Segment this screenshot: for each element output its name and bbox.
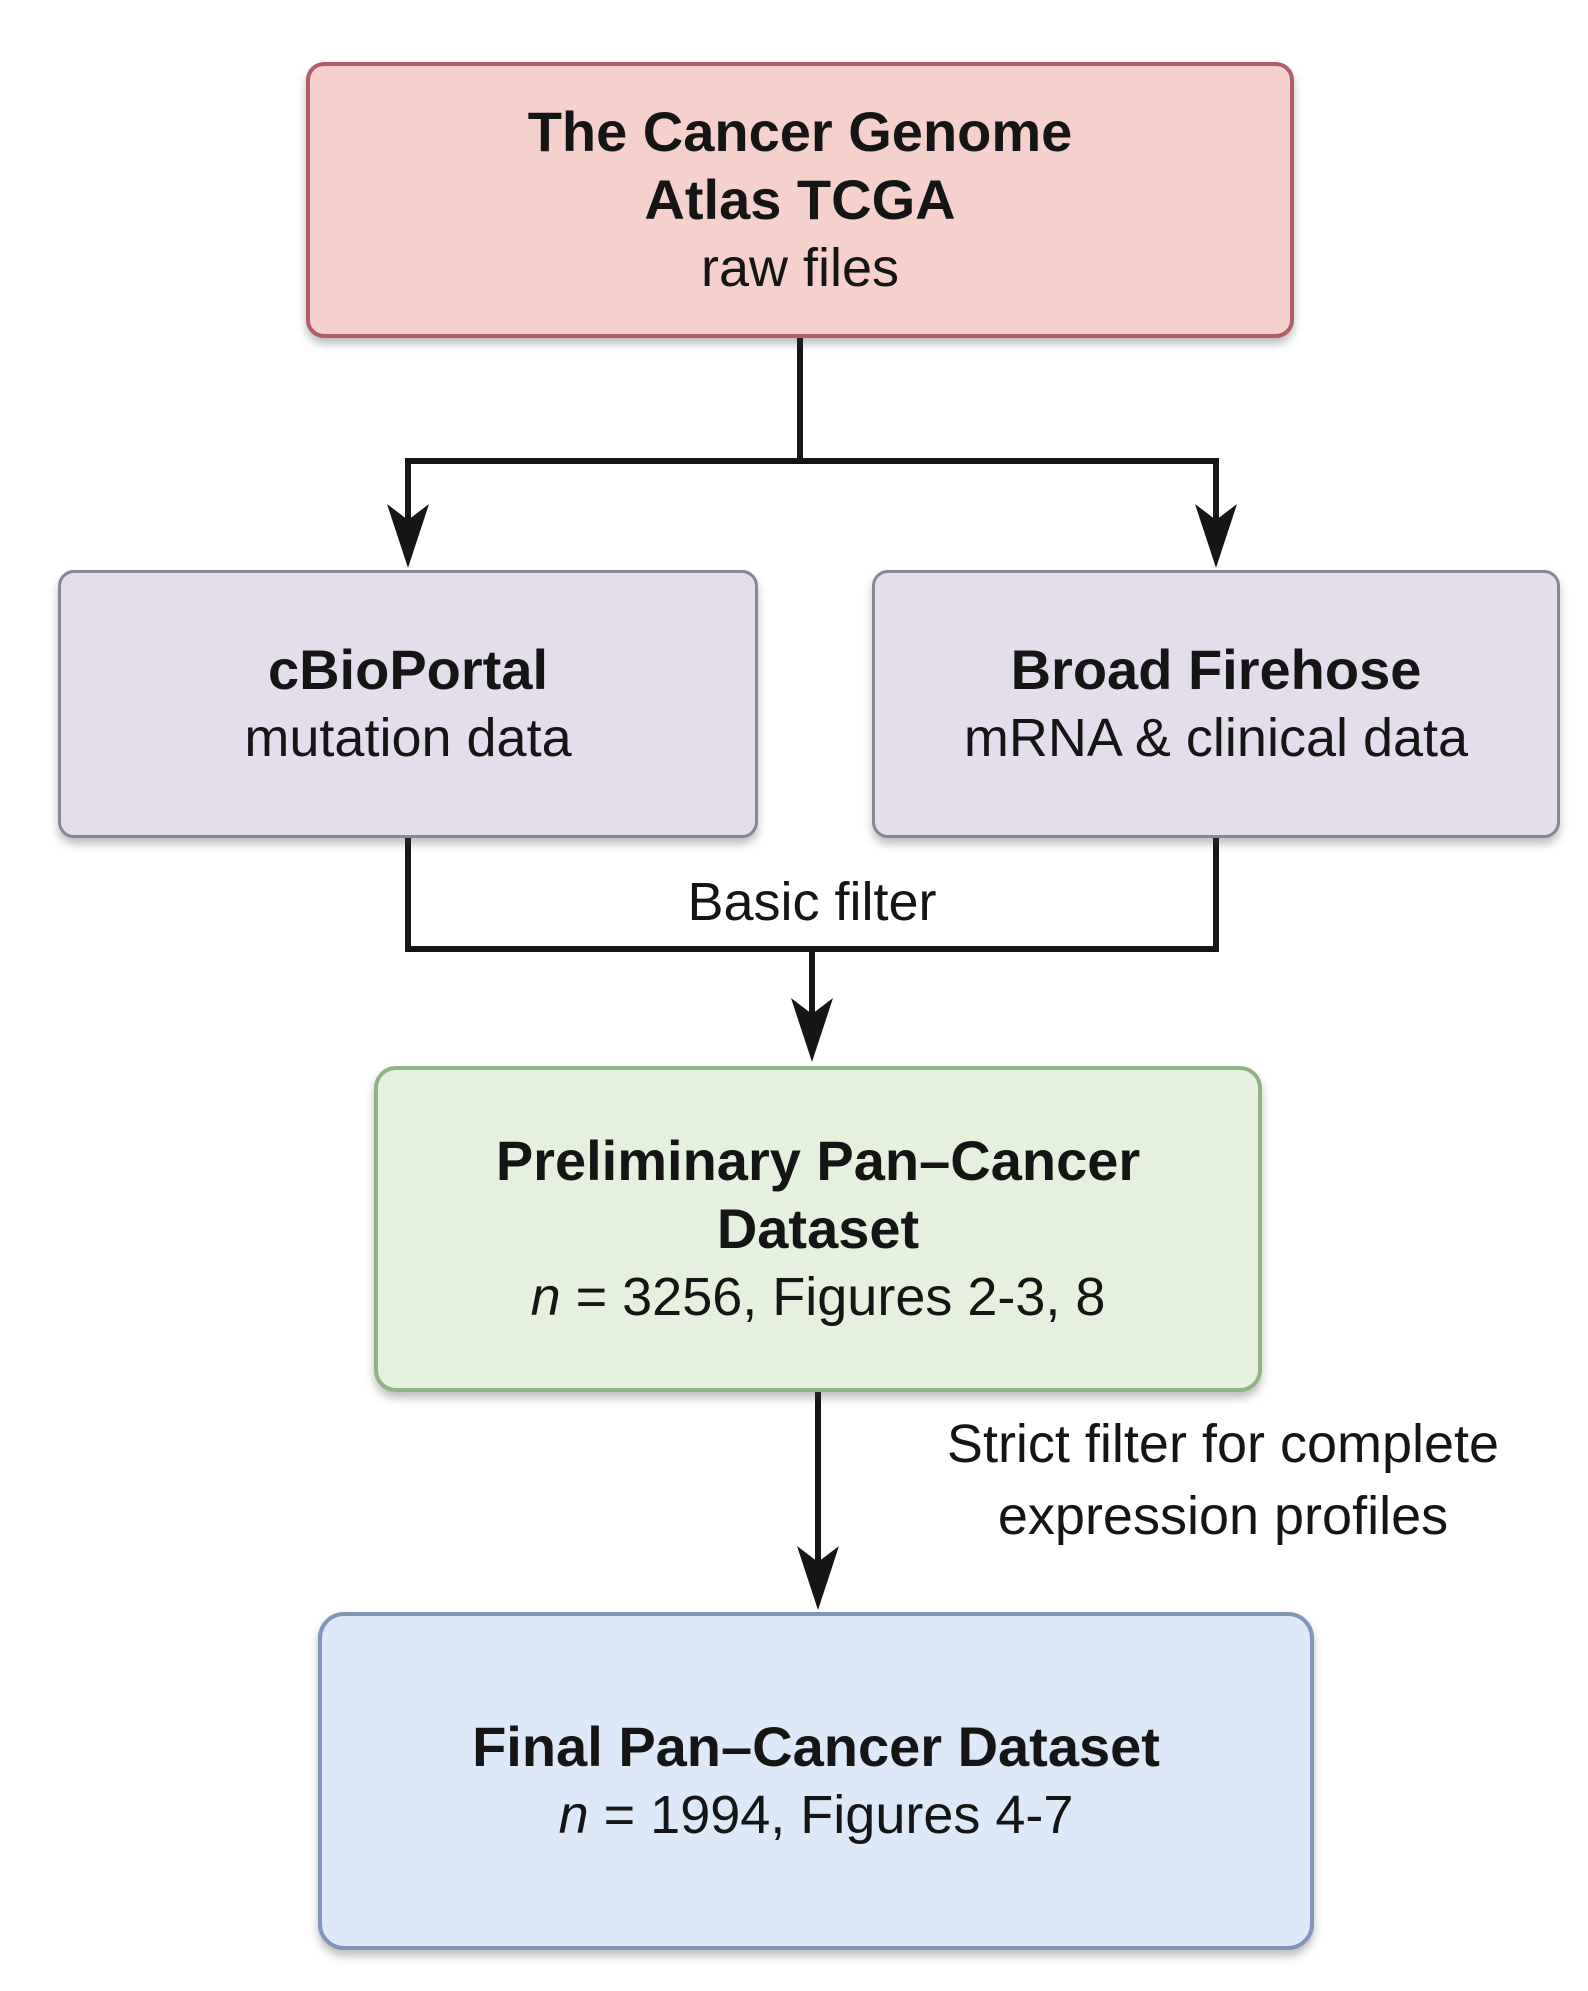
strict-filter-line2: expression profiles bbox=[997, 1486, 1449, 1546]
tcga-title-line1: The Cancer Genome bbox=[527, 100, 1073, 163]
preliminary-stat: n = 3256, Figures 2-3, 8 bbox=[531, 1263, 1106, 1331]
firehose-title: Broad Firehose bbox=[1010, 638, 1422, 701]
strict-filter-line1: Strict filter for complete bbox=[946, 1414, 1500, 1474]
node-firehose: Broad Firehose mRNA & clinical data bbox=[872, 570, 1560, 838]
final-stat-n: n bbox=[558, 1785, 589, 1845]
arrowhead-cbioportal bbox=[387, 504, 429, 568]
final-stat: n = 1994, Figures 4-7 bbox=[559, 1781, 1074, 1849]
node-cbioportal: cBioPortal mutation data bbox=[58, 570, 758, 838]
arrowhead-preliminary bbox=[791, 998, 833, 1062]
node-tcga: The Cancer Genome Atlas TCGA raw files bbox=[306, 62, 1294, 338]
preliminary-title-line2: Dataset bbox=[716, 1197, 920, 1260]
tcga-title-line2: Atlas TCGA bbox=[644, 168, 956, 231]
final-title: Final Pan–Cancer Dataset bbox=[472, 1715, 1160, 1778]
preliminary-stat-n: n bbox=[530, 1267, 561, 1327]
strict-filter-label: Strict filter for complete expression pr… bbox=[868, 1408, 1578, 1552]
preliminary-title-line1: Preliminary Pan–Cancer bbox=[495, 1129, 1141, 1192]
firehose-subtitle: mRNA & clinical data bbox=[963, 708, 1469, 768]
cbioportal-subtitle: mutation data bbox=[244, 708, 572, 768]
basic-filter-label: Basic filter bbox=[687, 872, 937, 932]
tcga-subtitle: raw files bbox=[700, 238, 900, 298]
final-stat-text: = 1994, Figures 4-7 bbox=[588, 1785, 1074, 1845]
arrowhead-final bbox=[797, 1546, 839, 1610]
preliminary-stat-text: = 3256, Figures 2-3, 8 bbox=[560, 1267, 1106, 1327]
node-preliminary-dataset: Preliminary Pan–Cancer Dataset n = 3256,… bbox=[374, 1066, 1262, 1392]
node-final-dataset: Final Pan–Cancer Dataset n = 1994, Figur… bbox=[318, 1612, 1314, 1950]
arrowhead-firehose bbox=[1195, 504, 1237, 568]
cbioportal-title: cBioPortal bbox=[267, 638, 549, 701]
